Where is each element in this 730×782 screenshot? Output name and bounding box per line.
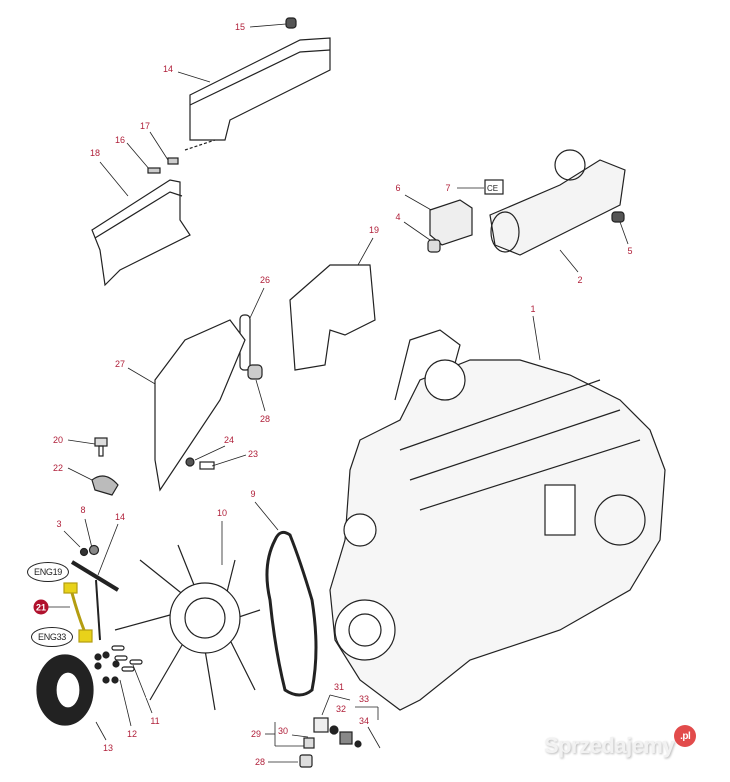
part-3-nut	[79, 547, 89, 557]
part-2-starter-motor	[489, 149, 626, 256]
callout-23[interactable]: 22	[52, 463, 64, 473]
reference-eng19[interactable]: ENG19	[26, 562, 70, 582]
callout-10[interactable]: 10	[216, 508, 228, 518]
callout-5[interactable]: 5	[627, 246, 633, 256]
callout-3[interactable]: 3	[56, 519, 62, 529]
part-14-strap	[70, 560, 120, 641]
part-23-clamp	[91, 475, 119, 496]
callout-7[interactable]: 7	[445, 183, 451, 193]
part-6-cover	[429, 199, 473, 246]
callout-25[interactable]: 24	[223, 435, 235, 445]
callout-28[interactable]: 28	[259, 414, 271, 424]
part-22-bolt	[94, 437, 108, 457]
part-10-fan	[113, 543, 262, 711]
callout-26[interactable]: 26	[259, 275, 271, 285]
callout-2[interactable]: 2	[577, 275, 583, 285]
part-17-18-bolts	[147, 139, 216, 174]
callout-20[interactable]: 19	[368, 225, 380, 235]
part-21-harness	[63, 582, 93, 643]
part-4-nut	[427, 239, 441, 253]
part-5-nut	[611, 211, 625, 223]
watermark-text: Sprzedajemy	[544, 733, 675, 758]
callout-8[interactable]: 8	[80, 505, 86, 515]
part-16-nut	[285, 17, 297, 29]
part-27-guard-panel	[154, 319, 246, 492]
callout-21-highlighted[interactable]: 21	[33, 599, 49, 615]
callout-15[interactable]: 14	[162, 64, 174, 74]
callout-12[interactable]: 12	[126, 729, 138, 739]
part-11-12-fasteners	[94, 645, 143, 684]
part-8-nut	[88, 544, 100, 556]
callout-13[interactable]: 13	[102, 743, 114, 753]
callout-4[interactable]: 4	[395, 212, 401, 222]
callout-17[interactable]: 16	[114, 135, 126, 145]
callout-11[interactable]: 11	[150, 716, 160, 726]
callout-30[interactable]: 29	[250, 729, 262, 739]
watermark: Sprzedajemy .pl	[544, 725, 697, 759]
callout-22[interactable]: 20	[52, 435, 64, 445]
part-9-belt	[265, 530, 318, 697]
svg-text:CE: CE	[487, 184, 498, 193]
callout-24[interactable]: 23	[247, 449, 259, 459]
callout-19[interactable]: 18	[89, 148, 101, 158]
part-13-fan-clutch	[36, 654, 94, 726]
part-19-heat-shield	[91, 179, 191, 287]
part-1-engine	[329, 329, 666, 711]
part-20-belt-guard	[289, 264, 376, 371]
callout-33[interactable]: 32	[335, 704, 347, 714]
callout-1[interactable]: 1	[530, 304, 536, 314]
callout-9[interactable]: 9	[250, 489, 256, 499]
callout-34[interactable]: 33	[358, 694, 370, 704]
reference-eng33[interactable]: ENG33	[30, 627, 74, 647]
callout-35[interactable]: 34	[358, 716, 370, 726]
part-15-heat-shield	[189, 37, 331, 141]
part-29-35-fittings	[299, 717, 362, 768]
part-7-label: CE	[484, 179, 504, 195]
callout-18[interactable]: 17	[139, 121, 151, 131]
callout-27[interactable]: 27	[114, 359, 126, 369]
part-24-bolt	[199, 461, 215, 470]
callout-32[interactable]: 31	[333, 682, 345, 692]
part-28-nut	[247, 364, 263, 380]
callout-14[interactable]: 14	[114, 512, 126, 522]
callout-16[interactable]: 15	[234, 22, 246, 32]
watermark-badge: .pl	[674, 725, 697, 747]
callout-29[interactable]: 28	[254, 757, 266, 767]
callout-6[interactable]: 6	[395, 183, 401, 193]
callout-31[interactable]: 30	[277, 726, 289, 736]
part-25-washer	[185, 457, 195, 467]
